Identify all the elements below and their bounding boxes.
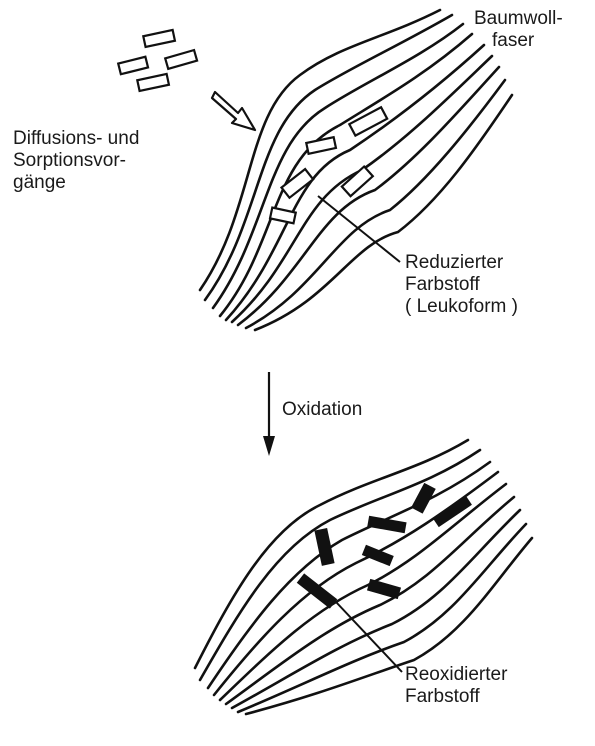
reoxidized-dye-particle — [362, 545, 394, 566]
leuco-dye-particle — [306, 137, 336, 154]
leuco-dye-particle — [137, 74, 169, 91]
leuco-dye-particle — [165, 50, 197, 69]
label-line: Reoxidierter — [405, 664, 507, 686]
label-line: ( Leukoform ) — [405, 296, 518, 318]
label-line: Diffusions- und — [13, 128, 139, 150]
label-reoxidized-dye: Reoxidierter Farbstoff — [405, 664, 507, 708]
dye-particles-outside — [118, 30, 197, 91]
leuco-dye-particle — [281, 169, 313, 198]
oxidation-arrow — [263, 372, 275, 456]
label-line: Farbstoff — [405, 686, 507, 708]
leuco-dye-particle — [118, 57, 148, 74]
dye-particles-reoxidized — [297, 483, 472, 609]
reoxidized-dye-particle — [433, 496, 472, 527]
label-line: Farbstoff — [405, 274, 518, 296]
label-line: faser — [474, 30, 563, 52]
reoxidized-dye-particle — [367, 579, 401, 599]
leuco-dye-particle — [143, 30, 175, 47]
label-reduced-dye: Reduzierter Farbstoff ( Leukoform ) — [405, 252, 518, 318]
leuco-dye-particle — [349, 107, 387, 135]
leader-line-reoxidized-dye — [336, 602, 402, 672]
label-oxidation: Oxidation — [282, 399, 362, 421]
label-line: Oxidation — [282, 399, 362, 421]
label-cotton-fiber: Baumwoll- faser — [474, 8, 563, 52]
label-line: gänge — [13, 172, 139, 194]
leader-line-reduced-dye — [318, 196, 400, 262]
label-line: Sorptionsvor- — [13, 150, 139, 172]
diffusion-arrow — [212, 92, 255, 130]
label-line: Baumwoll- — [474, 8, 563, 30]
label-diffusion-sorption: Diffusions- und Sorptionsvor- gänge — [13, 128, 139, 194]
leuco-dye-particle — [270, 208, 296, 224]
fiber-strand — [208, 462, 490, 688]
label-line: Reduzierter — [405, 252, 518, 274]
